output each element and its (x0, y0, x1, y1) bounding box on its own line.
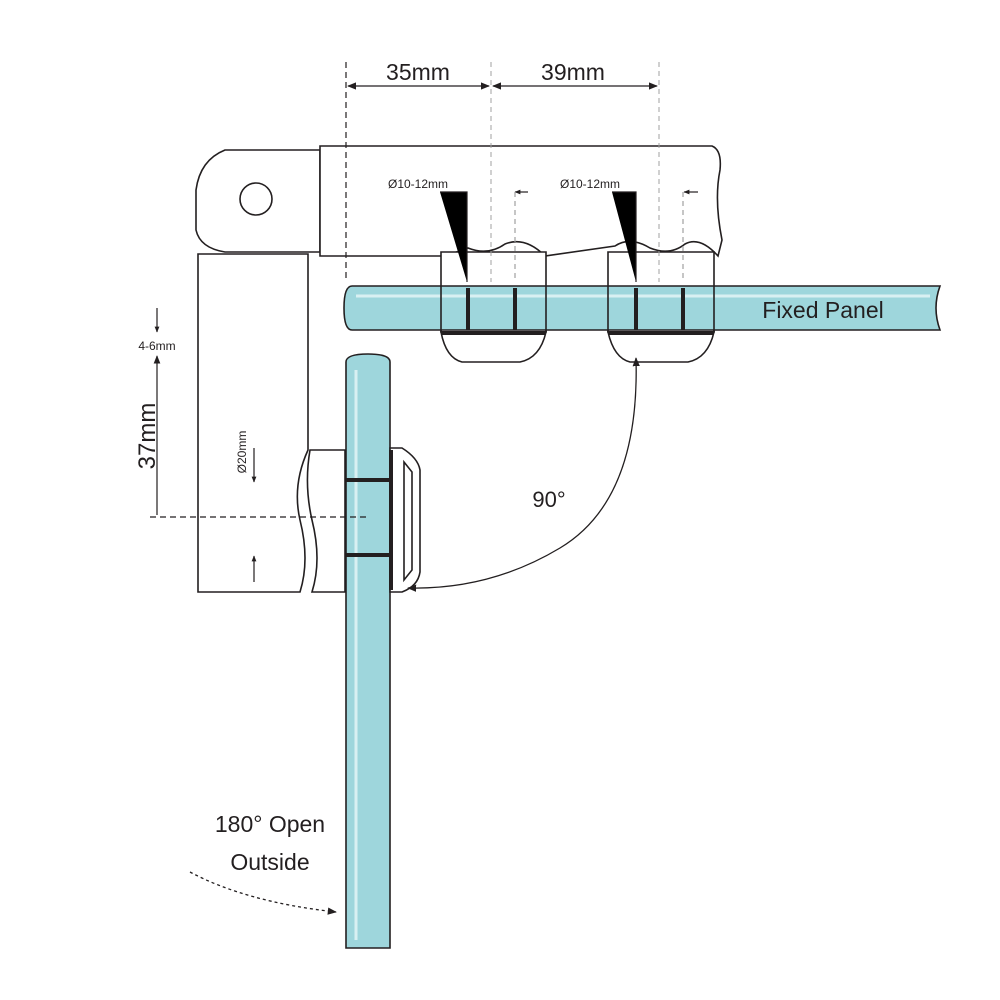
fixed-panel-label: Fixed Panel (762, 297, 883, 323)
open-arc (189, 871, 337, 915)
left-dimension-arrows (153, 308, 257, 582)
guide-lines (150, 62, 660, 518)
door-clamp-pads (346, 450, 393, 590)
dim-gap: 4-6mm (138, 339, 175, 353)
fixed-glass-panel (343, 285, 942, 331)
hinge-top-arm (195, 145, 723, 258)
dim-pin: Ø20mm (235, 431, 249, 474)
dim-top-right: 39mm (541, 59, 605, 85)
door-glass-panel (345, 353, 391, 949)
dim-hole-left: Ø10-12mm (388, 177, 448, 191)
pivot-hole (239, 182, 273, 216)
angle-label: 90° (532, 487, 565, 512)
hole-indicators (440, 189, 698, 282)
open-label-line1: 180° Open (215, 811, 325, 837)
open-label-line2: Outside (230, 849, 309, 875)
dim-top-left: 35mm (386, 59, 450, 85)
dim-height: 37mm (134, 403, 161, 470)
angle-arc (407, 357, 640, 592)
hinge-side-arm (197, 253, 346, 593)
door-clamp (389, 447, 421, 593)
dim-hole-right: Ø10-12mm (560, 177, 620, 191)
clamp-pads (440, 286, 715, 335)
